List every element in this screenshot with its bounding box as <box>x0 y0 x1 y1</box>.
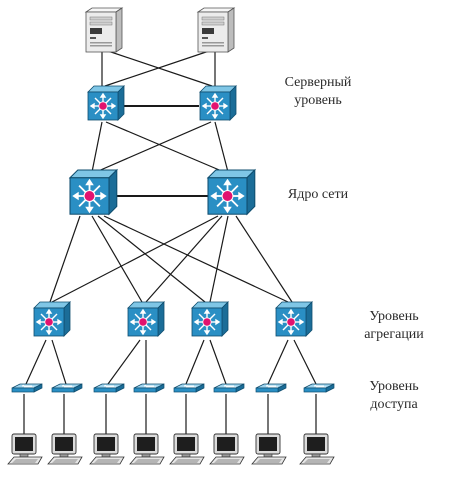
aggregation-switch-icon <box>127 301 165 337</box>
workstation-icon <box>47 433 83 465</box>
workstation-icon <box>89 433 125 465</box>
access-level-label-line-2: доступа <box>370 397 418 412</box>
core-level-label-line-1: Ядро сети <box>287 187 349 202</box>
workstation-icon <box>7 433 43 465</box>
access-switch-icon <box>303 383 335 393</box>
workstation-icon <box>299 433 335 465</box>
core-switch-icon <box>207 169 256 216</box>
core-switch-icon <box>69 169 118 216</box>
server-switch-icon <box>87 85 125 121</box>
aggregation-switch-icon <box>191 301 229 337</box>
access-switch-icon <box>255 383 287 393</box>
server-level-label-line-2: уровень <box>294 93 342 108</box>
access-switch-icon <box>133 383 165 393</box>
workstation-icon <box>129 433 165 465</box>
server-icon <box>197 7 235 53</box>
access-level-label: Уровень доступа <box>348 378 440 414</box>
access-switch-icon <box>173 383 205 393</box>
access-switch-icon <box>213 383 245 393</box>
aggregation-switch-icon <box>33 301 71 337</box>
workstation-icon <box>209 433 245 465</box>
aggregation-level-label: Уровень агрегации <box>348 308 440 344</box>
access-switch-icon <box>93 383 125 393</box>
network-links <box>23 49 317 436</box>
server-switch-icon <box>199 85 237 121</box>
aggregation-level-label-line-1: Уровень <box>369 309 419 324</box>
aggregation-switch-icon <box>275 301 313 337</box>
server-level-label-line-1: Серверный <box>284 75 352 90</box>
access-switch-icon <box>11 383 43 393</box>
access-switch-icon <box>51 383 83 393</box>
aggregation-level-label-line-2: агрегации <box>364 327 424 342</box>
access-level-label-line-1: Уровень <box>369 379 419 394</box>
server-level-label: Серверный уровень <box>272 74 364 110</box>
workstation-icon <box>251 433 287 465</box>
workstation-icon <box>169 433 205 465</box>
server-icon <box>85 7 123 53</box>
core-level-label: Ядро сети <box>272 186 364 204</box>
